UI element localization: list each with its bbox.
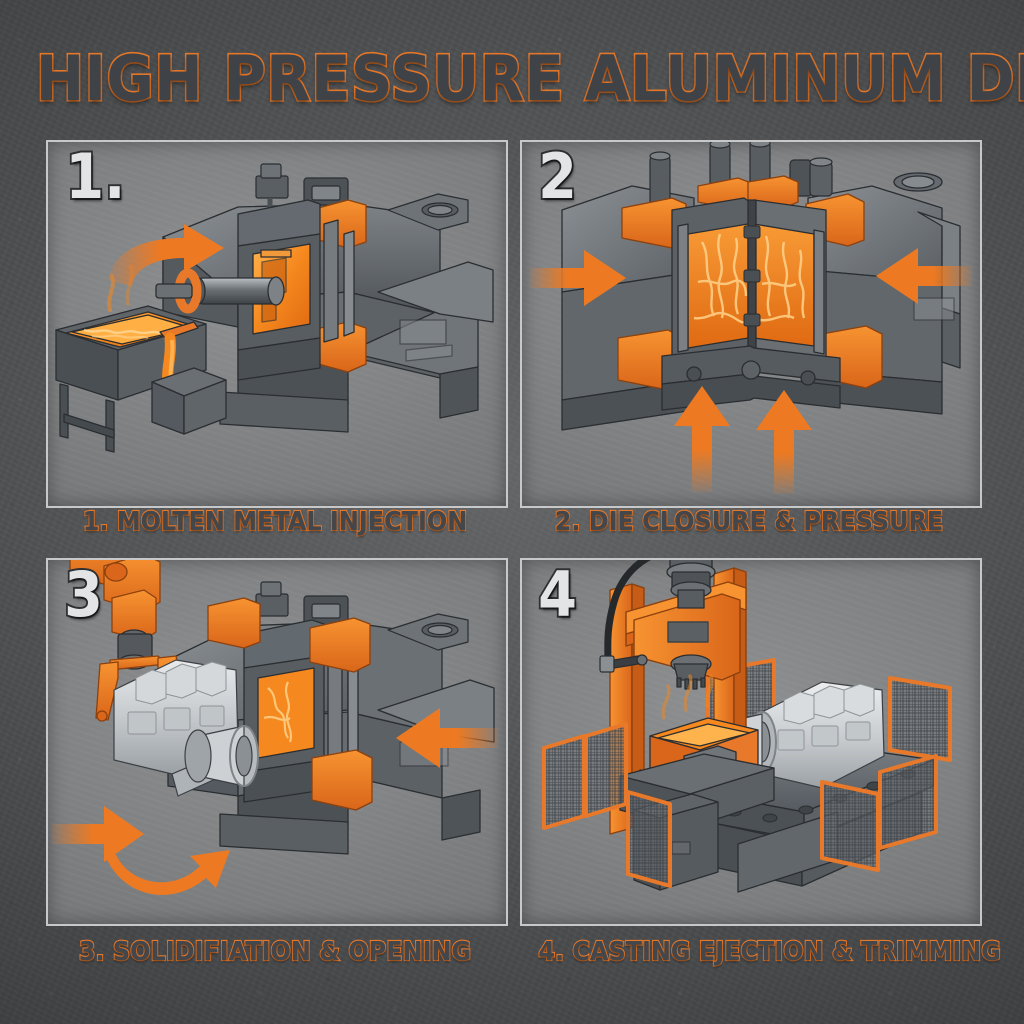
machine-top-units-3	[255, 581, 469, 655]
injection-arrow	[108, 224, 224, 286]
panel-molten-metal-injection[interactable]: 1.	[46, 140, 508, 508]
panel-badge-4: 4	[536, 558, 578, 631]
press-display	[667, 621, 709, 643]
molten-metal-crucible	[55, 264, 227, 453]
clamp-arrow-right	[876, 248, 972, 304]
cavity-runner-pattern	[693, 233, 806, 324]
clamp-arrow-bottom-left	[674, 386, 730, 492]
caption-panel-1: 1. MOLTEN METAL INJECTION	[82, 507, 468, 537]
press-ram	[666, 560, 716, 690]
caption-panel-3: 3. SOLIDIFIATION & OPENING	[78, 937, 472, 967]
clamp-arrow-bottom-right	[756, 390, 812, 494]
solidified-casting	[113, 659, 259, 797]
caption-panel-4: 4. CASTING EJECTION & TRIMMING	[537, 937, 1002, 967]
panel-badge-3: 3	[62, 558, 104, 631]
push-arrow	[52, 806, 144, 862]
opening-arrows	[52, 708, 498, 895]
caption-panel-2: 2. DIE CLOSURE & PRESSURE	[554, 507, 945, 537]
page-title: HIGH PRESSURE ALUMINUM DIE CASTING	[34, 42, 1024, 115]
clamp-arrow-left	[530, 250, 626, 306]
robot-arm	[69, 560, 161, 641]
open-die-cavity	[257, 667, 315, 759]
panel-badge-1: 1.	[64, 140, 128, 213]
scene-molten-metal-injection	[55, 163, 494, 453]
clamp-blocks-3	[207, 597, 373, 811]
safety-mesh-fence-front	[542, 722, 938, 888]
heat-wisps-4	[661, 674, 714, 720]
scene-casting-ejection-trimming	[542, 560, 952, 893]
rotate-arrow	[104, 850, 230, 895]
panel-solidification-opening[interactable]: 3	[46, 558, 508, 926]
hose-fitting	[599, 654, 648, 673]
eject-arrow	[396, 708, 498, 768]
panel-casting-ejection-trimming[interactable]: 4	[520, 558, 982, 926]
scene-solidification-opening	[52, 560, 498, 895]
machine-base	[661, 345, 841, 411]
hydraulic-hose	[604, 560, 652, 670]
die-halves	[671, 197, 827, 365]
panel-badge-2: 2	[536, 140, 578, 213]
shot-sleeve-plunger	[155, 268, 285, 314]
panel-die-closure-pressure[interactable]: 2	[520, 140, 982, 508]
clamp-arrows	[530, 248, 972, 494]
scene-die-closure-pressure	[530, 142, 972, 494]
